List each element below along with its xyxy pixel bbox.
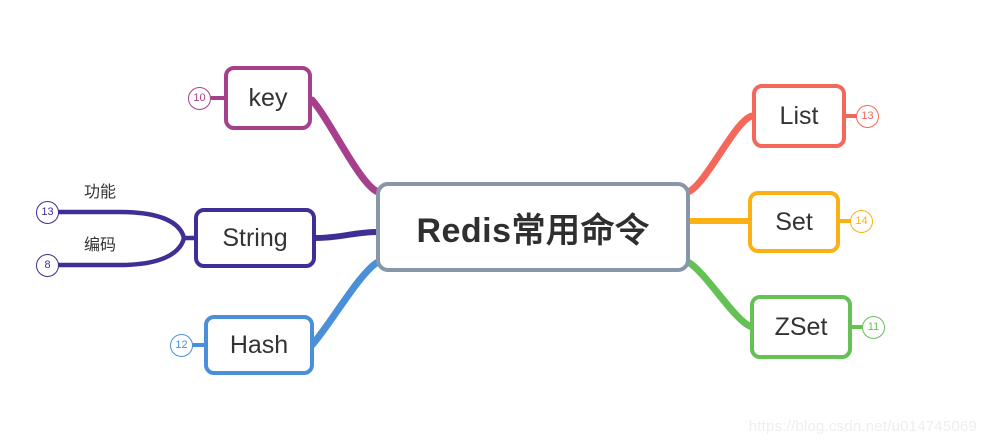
sublabel-string-child-1: 功能 xyxy=(84,184,117,201)
sublabel-string-child-2: 编码 xyxy=(84,237,117,254)
root-node-label: Redis常用命令 xyxy=(416,211,650,250)
branch-node-zset[interactable]: ZSet xyxy=(750,295,852,359)
branch-node-list[interactable]: List xyxy=(752,84,846,148)
branch-node-hash-label: Hash xyxy=(229,330,289,359)
badge-set-value: 14 xyxy=(855,215,868,227)
branch-node-key-label: key xyxy=(248,83,288,112)
badge-zset[interactable]: 11 xyxy=(862,316,885,339)
branch-node-hash[interactable]: Hash xyxy=(204,315,314,375)
badge-key[interactable]: 10 xyxy=(188,87,211,110)
branch-node-string-label: String xyxy=(222,223,288,252)
branch-node-set[interactable]: Set xyxy=(748,191,840,253)
branch-node-zset-label: ZSet xyxy=(774,312,828,341)
badge-zset-value: 11 xyxy=(867,321,880,333)
badge-set[interactable]: 14 xyxy=(850,210,873,233)
badge-string-child-1[interactable]: 13 xyxy=(36,201,59,224)
connector-hash xyxy=(308,258,382,349)
badge-string-child-2[interactable]: 8 xyxy=(36,254,59,277)
branch-node-set-label: Set xyxy=(775,207,813,236)
badge-string-child-1-value: 13 xyxy=(41,206,54,218)
connector-list xyxy=(684,112,756,196)
connector-key xyxy=(308,96,382,196)
branch-node-key[interactable]: key xyxy=(224,66,312,130)
badge-hash[interactable]: 12 xyxy=(170,334,193,357)
badge-list[interactable]: 13 xyxy=(856,105,879,128)
watermark-text: https://blog.csdn.net/u014745069 xyxy=(748,418,977,435)
badge-list-value: 13 xyxy=(861,110,874,122)
badge-key-value: 10 xyxy=(193,92,206,104)
connector-string xyxy=(313,229,381,241)
branch-node-list-label: List xyxy=(779,101,819,130)
root-node[interactable]: Redis常用命令 xyxy=(376,182,690,272)
connector-zset xyxy=(684,258,756,331)
branch-node-string[interactable]: String xyxy=(194,208,316,268)
badge-string-child-2-value: 8 xyxy=(44,259,51,271)
connector-string-child-2 xyxy=(55,235,187,268)
badge-hash-value: 12 xyxy=(175,339,188,351)
connector-string-child-1 xyxy=(55,209,187,241)
